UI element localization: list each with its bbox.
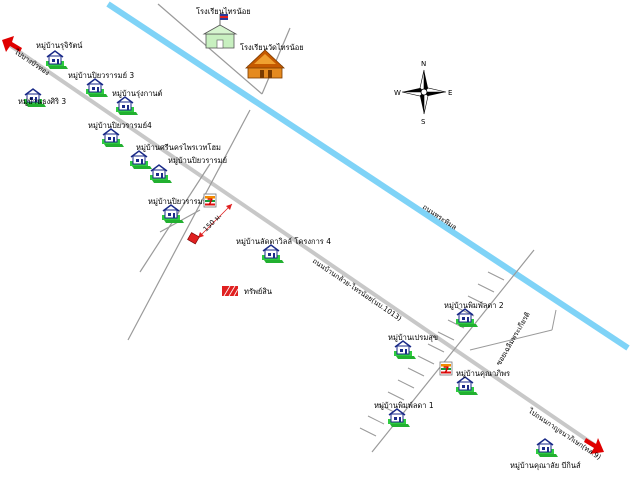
village-label: หมู่บ้านลัดดาวิลล์ โครงการ 4: [236, 237, 331, 246]
village-label: หมู่บ้านปิยวรารมย์: [168, 156, 227, 165]
village-house-icon: [535, 438, 559, 458]
village-label: หมู่บ้านเปรมสุข: [388, 333, 438, 342]
village-house-icon: [261, 244, 285, 264]
village-label: หมู่บ้านปิยวรารมย์ 3: [68, 71, 134, 80]
village-label: หมู่บ้านศรีนครไพรเวทโฮม: [136, 143, 221, 152]
distance-line: [197, 203, 233, 239]
temple-school-label: โรงเรียนวัดไทรน้อย: [240, 43, 304, 52]
convenience-store-icon: [439, 361, 453, 377]
village-house-icon: [85, 78, 109, 98]
distance-arrow-icon: [226, 204, 232, 210]
convenience-store-icon: [203, 193, 217, 209]
compass-w: W: [394, 89, 401, 97]
temple-school-icon: [244, 49, 286, 79]
road-label-bangbuathong: ไปบางบัวทอง: [12, 47, 51, 78]
village-house-icon: [129, 150, 153, 170]
village-label: หมู่บ้านรุจิรัตน์: [36, 41, 83, 50]
distance-arrow-icon: [198, 232, 204, 238]
village-house-icon: [115, 96, 139, 116]
soi-ticks: [359, 271, 505, 437]
road-label-soi: ซอยเฉลิมพระเกียรติ: [495, 310, 532, 367]
canal-line: [106, 1, 630, 351]
compass-rose-icon: [401, 69, 447, 115]
legend-property: ทรัพย์สิน: [222, 285, 272, 297]
road-label-main: ถนนบ้านกล้วย-ไทรน้อย(นบ.1013): [311, 256, 404, 323]
village-house-icon: [45, 50, 69, 70]
compass-e: E: [448, 89, 452, 97]
side-road-line: [127, 109, 251, 341]
village-label: หมู่บ้านธงศิริ 3: [18, 97, 66, 106]
soi-side-line: [551, 309, 557, 331]
school-road-line: [157, 3, 263, 95]
village-label: หมู่บ้านรุ่งกานต์: [112, 89, 163, 98]
village-house-icon: [101, 128, 125, 148]
main-road-line: [6, 42, 598, 448]
village-house-icon: [393, 340, 417, 360]
village-house-icon: [455, 308, 479, 328]
village-label: หมู่บ้านคุณาภิพร: [456, 369, 510, 378]
village-label: หมู่บ้านคุณาลัย บีกินส์: [510, 461, 581, 470]
village-label: หมู่บ้านปิยวรารมย์: [148, 197, 207, 206]
school-icon: [202, 14, 238, 49]
village-label: หมู่บ้านปิยวรารมย์4: [88, 121, 152, 130]
legend-property-swatch: [222, 286, 238, 296]
arrow-bangbuathong-icon: [2, 36, 22, 52]
village-label: หมู่บ้านพิมพ์ลดา 1: [374, 401, 434, 410]
village-house-icon: [387, 408, 411, 428]
property-marker-icon: [187, 232, 200, 245]
village-house-icon: [161, 204, 185, 224]
village-house-icon: [149, 164, 173, 184]
school-label: โรงเรียนไทรน้อย: [196, 7, 251, 16]
legend-property-label: ทรัพย์สิน: [244, 287, 272, 296]
arrow-kanchanaphisek-icon: [584, 438, 604, 454]
compass-n: N: [421, 60, 426, 68]
village-house-icon: [455, 376, 479, 396]
compass-s: S: [421, 118, 426, 126]
village-label: หมู่บ้านพิมพ์ลดา 2: [444, 301, 504, 310]
distance-label: 150 ม.: [202, 212, 224, 234]
soi-side-line: [469, 329, 553, 351]
